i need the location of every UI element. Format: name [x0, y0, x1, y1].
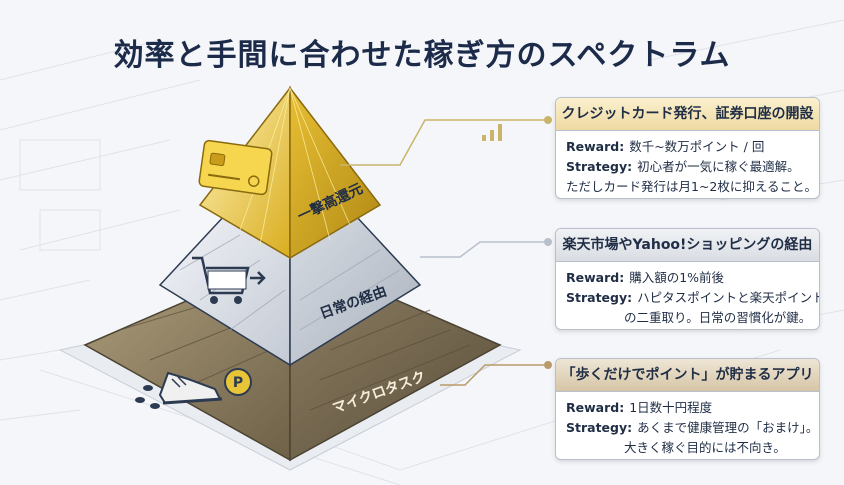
card-bottom-tier: 「歩くだけでポイント」が貯まるアプリ Reward: 1日数十円程度 Strate…	[555, 358, 820, 460]
card-middle-tier: 楽天市場やYahoo!ショッピングの経由 Reward: 購入額の1%前後 Str…	[555, 228, 820, 330]
strategy-key: Strategy:	[566, 159, 633, 174]
reward-value: 購入額の1%前後	[629, 270, 725, 285]
strategy-line: の二重取り。日常の習慣化が鍵。	[624, 310, 812, 325]
reward-key: Reward:	[566, 400, 625, 415]
reward-key: Reward:	[566, 139, 625, 154]
bar-chart-icon	[482, 124, 502, 141]
strategy-line: あくまで健康管理の「おまけ」。	[637, 420, 819, 435]
credit-card-icon	[198, 139, 273, 196]
page-title: 効率と手間に合わせた稼ぎ方のスペクトラム	[113, 38, 731, 73]
shopping-cart-icon	[192, 256, 266, 304]
card-top-tier: クレジットカード発行、証券口座の開設 Reward:数千~数万ポイント / 回 …	[555, 97, 820, 199]
strategy-key: Strategy:	[566, 290, 633, 305]
reward-value: 数千~数万ポイント / 回	[629, 139, 765, 154]
reward-key: Reward:	[566, 270, 625, 285]
card-heading: 「歩くだけでポイント」が貯まるアプリ	[556, 359, 819, 392]
reward-value: 1日数十円程度	[629, 400, 713, 415]
strategy-line: ハピタスポイントと楽天ポイント	[637, 290, 820, 305]
footprints-icon	[135, 385, 160, 409]
pyramid-layer-middle	[158, 214, 422, 367]
card-heading: 楽天市場やYahoo!ショッピングの経由	[556, 229, 819, 262]
strategy-key: Strategy:	[566, 420, 633, 435]
sneaker-icon	[158, 371, 223, 405]
point-coin-icon: P	[224, 368, 252, 396]
strategy-line: 初心者が一気に稼ぐ最適解。	[637, 159, 800, 174]
strategy-line: 大きく稼ぐ目的には不向き。	[624, 440, 786, 455]
card-heading: クレジットカード発行、証券口座の開設	[556, 98, 819, 131]
svg-text:P: P	[233, 375, 243, 391]
strategy-line: ただしカード発行は月1~2枚に抑えること。	[566, 179, 818, 194]
